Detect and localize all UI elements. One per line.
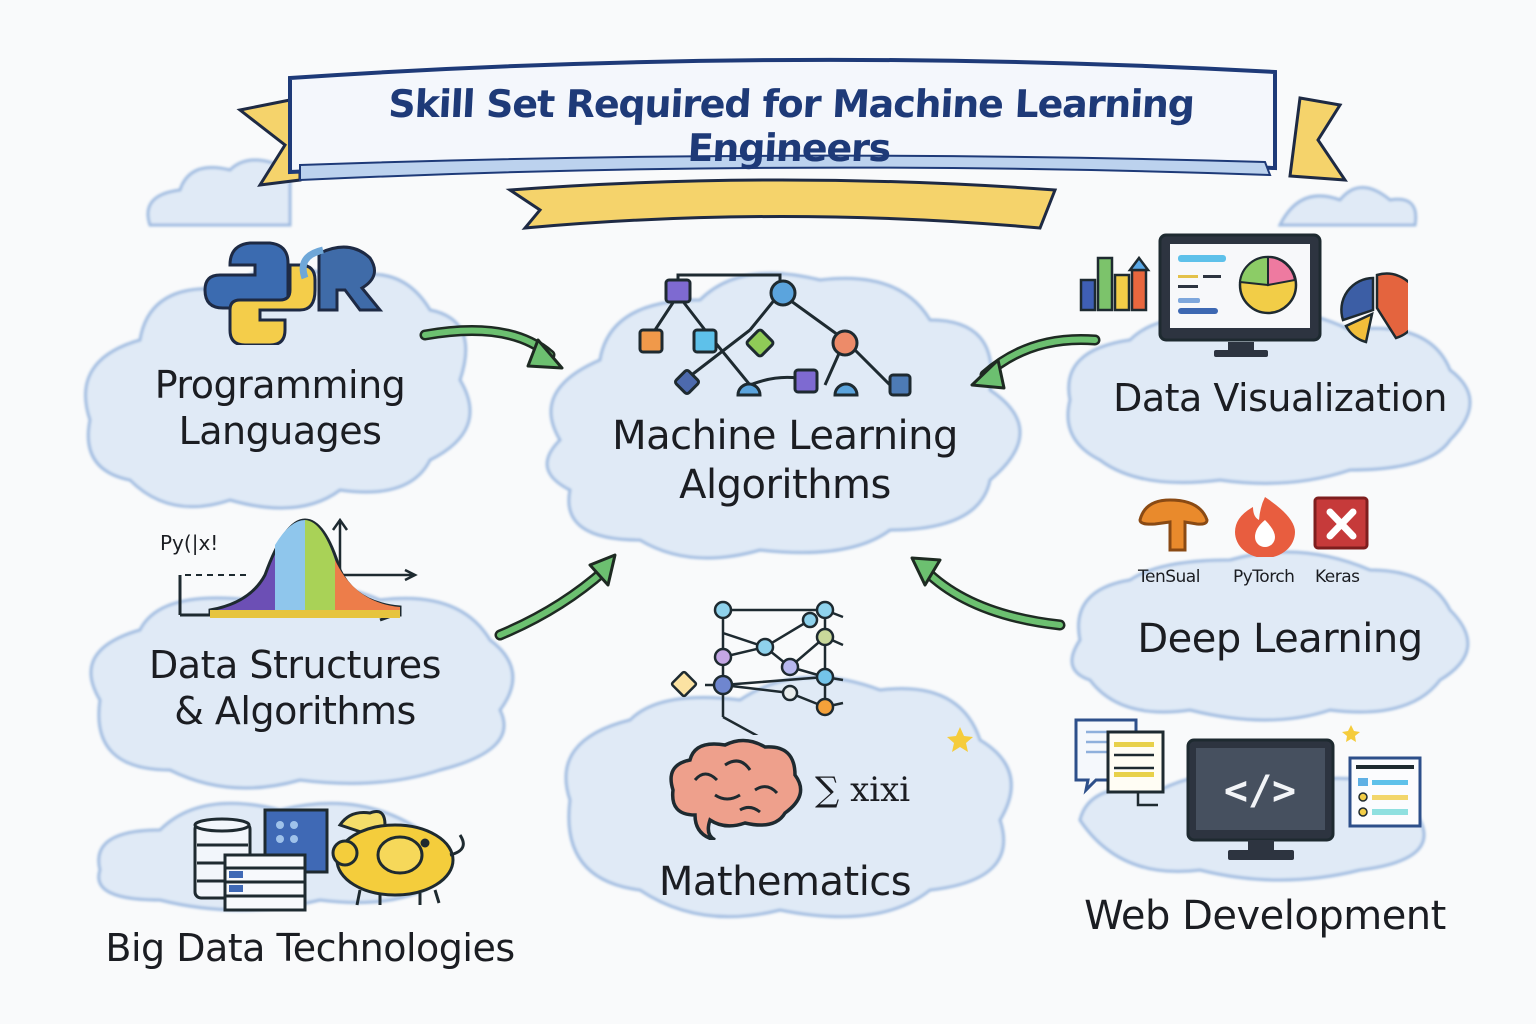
graph-network-icon: [638, 273, 912, 397]
chat-document-icon: [1074, 718, 1165, 807]
skill-label-programming: Programming Languages: [154, 363, 406, 454]
normal-distribution-icon: Py(|x!: [160, 517, 418, 622]
skill-label-deeplearning: Deep Learning: [1137, 616, 1423, 662]
server-rack-icon: [223, 808, 329, 912]
framework-label-keras: Keras: [1315, 567, 1360, 587]
skill-label-math: Mathematics: [658, 859, 912, 905]
skill-label-webdev: Web Development: [1084, 893, 1446, 939]
framework-label-pytorch: PyTorch: [1233, 567, 1295, 587]
bar-chart-icon: [1079, 255, 1151, 312]
arrow-deeplearning-to-center: [922, 567, 1063, 628]
code-glyph: </>: [1224, 768, 1296, 814]
skill-label-dsa: Data Structures & Algorithms: [149, 643, 441, 734]
brain-icon: [669, 738, 803, 840]
web-form-icon: [1348, 756, 1422, 828]
arrow-dsa-to-center: [497, 567, 608, 638]
pie-chart-icon: [1340, 272, 1408, 344]
math-formula: ∑ xixi: [815, 770, 911, 810]
dataviz-icons: [1079, 233, 1408, 357]
webdev-icons: </>: [1074, 718, 1422, 860]
pytorch-icon: [1235, 497, 1295, 557]
hadoop-elephant-icon: [331, 810, 465, 906]
star-icon: [947, 727, 973, 752]
framework-icons: [1138, 496, 1369, 557]
tensorflow-icon: [1138, 498, 1209, 552]
skill-label-dataviz: Data Visualization: [1113, 376, 1447, 420]
center-label: Machine Learning Algorithms: [612, 413, 958, 508]
dsa-annotation: Py(|x!: [160, 531, 218, 555]
neural-net-icon: [670, 600, 844, 735]
bigdata-icons: [193, 808, 465, 912]
monitor-dashboard-icon: [1158, 233, 1322, 357]
keras-icon: [1313, 496, 1369, 550]
code-monitor-icon: </>: [1186, 738, 1335, 860]
framework-label-tensorflow: TenSual: [1138, 567, 1200, 587]
r-logo-icon: [299, 245, 384, 312]
skill-label-bigdata: Big Data Technologies: [105, 926, 515, 970]
